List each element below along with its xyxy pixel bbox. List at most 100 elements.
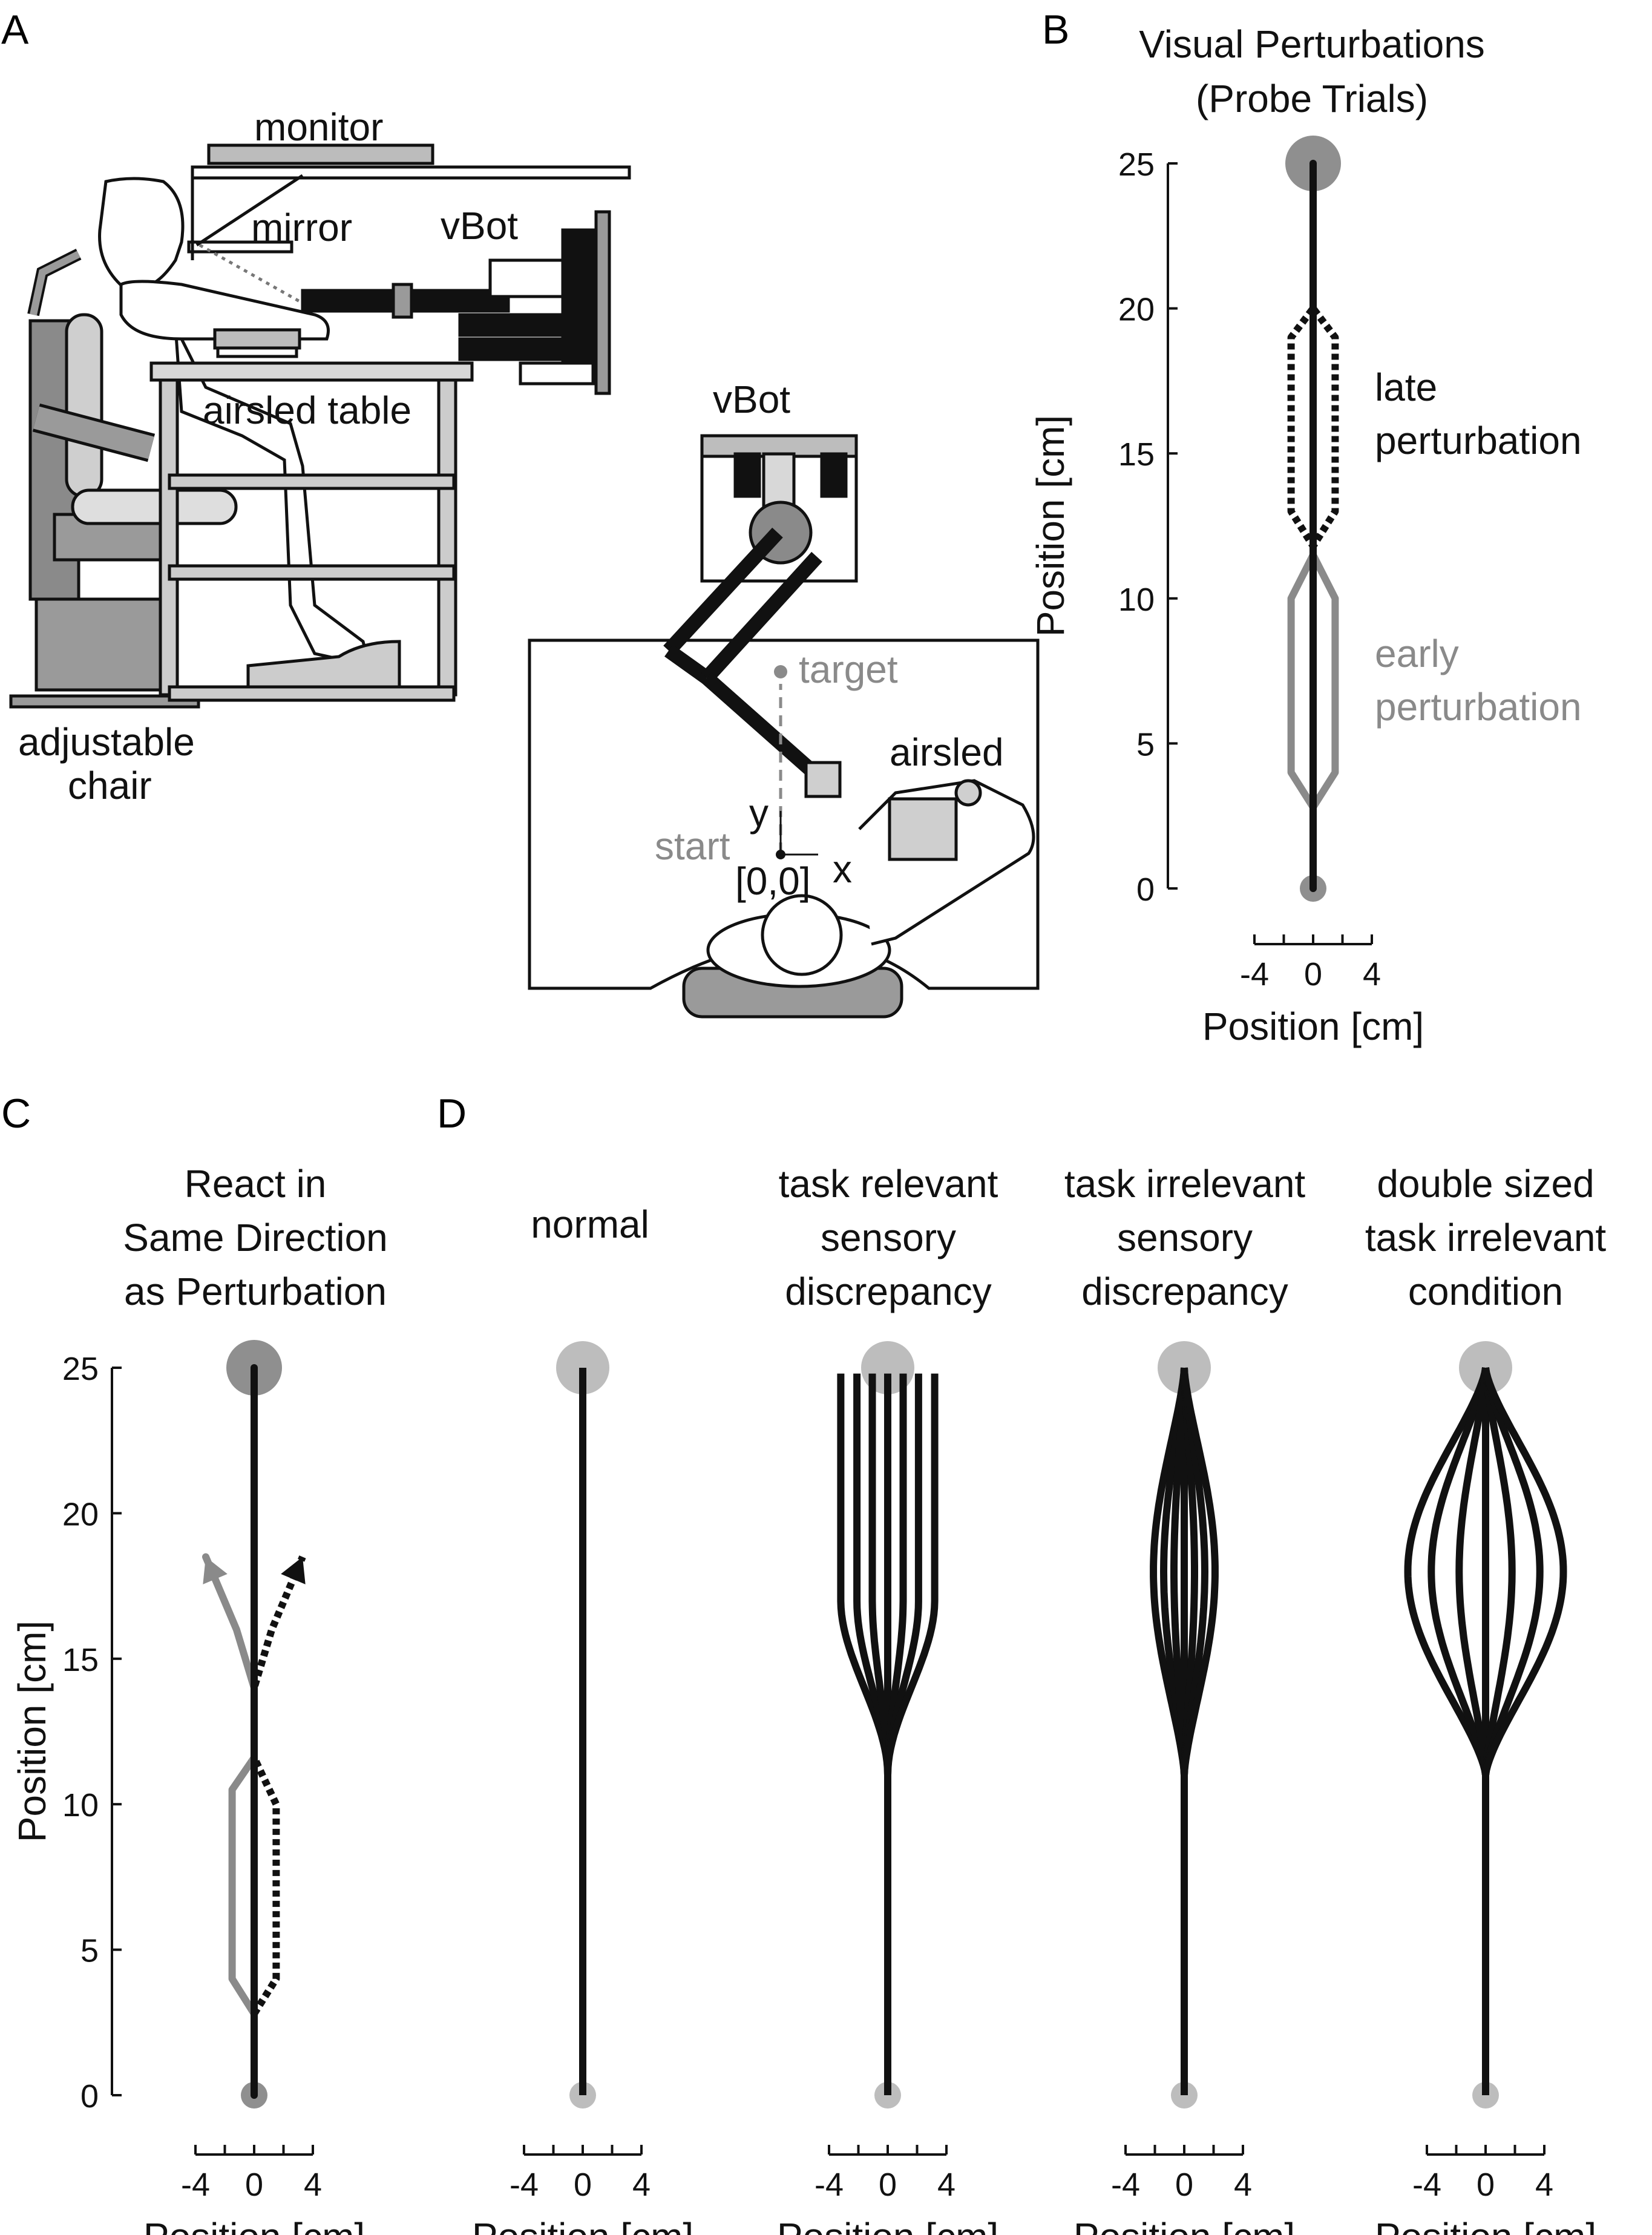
trajectory-series — [884, 1373, 922, 2095]
x-tick-label: 4 — [304, 2167, 322, 2203]
x-axis-label: Position [cm] — [1073, 2215, 1295, 2235]
x-axis-label: Position [cm] — [472, 2215, 693, 2235]
x-tick-label: -4 — [1111, 2167, 1140, 2203]
panel-letter-a: A — [1, 7, 29, 53]
label-axis-y: y — [749, 791, 769, 835]
x-tick-label: -4 — [1240, 956, 1269, 993]
x-tick-label: 0 — [1477, 2167, 1495, 2203]
panel-letter-d: D — [437, 1091, 467, 1137]
panel-d4-title-line-1: double sized — [1377, 1162, 1594, 1206]
panel-d4-title-line-3: condition — [1408, 1270, 1563, 1313]
panel-d1-title-line-1: normal — [531, 1203, 649, 1246]
trajectory-series — [1482, 1367, 1544, 2095]
y-tick-label: 20 — [1118, 292, 1155, 328]
x-axis-label: Position [cm] — [1202, 1005, 1424, 1048]
x-tick-label: -4 — [510, 2167, 539, 2203]
label-mirror: mirror — [251, 206, 352, 249]
legend-late-line-2: perturbation — [1375, 419, 1582, 462]
x-tick-label: 4 — [1363, 956, 1381, 993]
panel-c-title-line-2: Same Direction — [123, 1216, 388, 1259]
panel-letter-c: C — [1, 1091, 31, 1137]
trajectory-series — [884, 1373, 939, 2095]
trajectory-series — [1455, 1367, 1489, 2095]
x-tick-label: 0 — [1304, 956, 1322, 993]
x-tick-label: -4 — [1412, 2167, 1441, 2203]
trajectory-series — [868, 1373, 891, 2095]
y-tick-label: 10 — [1118, 582, 1155, 618]
reaction-arrowhead — [281, 1557, 306, 1584]
y-axis-label: Position [cm] — [1029, 415, 1072, 637]
label-airsled-table: airsled table — [203, 389, 411, 432]
trajectory-series — [853, 1373, 891, 2095]
y-axis-label: Position [cm] — [10, 1621, 54, 1842]
panel-d2-title-line-3: discrepancy — [785, 1270, 992, 1313]
apparatus-side-view — [9, 143, 631, 709]
y-tick-label: 0 — [1136, 871, 1155, 908]
x-tick-label: 4 — [1234, 2167, 1252, 2203]
panel-d2-title-line-1: task relevant — [779, 1162, 998, 1206]
apparatus-top-view — [528, 434, 1040, 1019]
panel-a: A — [1, 7, 1040, 1019]
panel-d4-title-line-2: task irrelevant — [1365, 1216, 1607, 1259]
trajectory-series — [1181, 1367, 1219, 2095]
x-tick-label: 0 — [245, 2167, 263, 2203]
panel-b-title-line-1: Visual Perturbations — [1139, 22, 1485, 66]
x-tick-label: 0 — [1175, 2167, 1193, 2203]
x-axis-label: Position [cm] — [143, 2215, 365, 2235]
label-origin: [0,0] — [735, 859, 811, 903]
panel-letter-b: B — [1042, 7, 1069, 53]
y-tick-label: 15 — [62, 1642, 99, 1678]
reaction-arrowhead — [203, 1557, 228, 1584]
x-axis-label: Position [cm] — [777, 2215, 998, 2235]
trajectory-series — [1427, 1367, 1489, 2095]
trajectory-series — [1482, 1367, 1567, 2095]
trajectory-series — [837, 1373, 891, 2095]
trajectory-series — [1482, 1367, 1516, 2095]
x-tick-label: 4 — [632, 2167, 651, 2203]
panel-d3-title-line-2: sensory — [1117, 1216, 1253, 1259]
legend-early-line-1: early — [1375, 632, 1459, 675]
y-tick-label: 5 — [80, 1933, 99, 1969]
x-tick-label: 4 — [1535, 2167, 1553, 2203]
y-tick-label: 0 — [80, 2078, 99, 2115]
x-tick-label: 0 — [574, 2167, 592, 2203]
label-monitor: monitor — [254, 105, 383, 149]
legend-late-line-1: late — [1375, 366, 1437, 409]
trajectory-series — [251, 1555, 306, 2016]
trajectory-series — [202, 1553, 258, 2018]
label-adjustable: adjustable — [18, 720, 195, 764]
x-tick-label: -4 — [181, 2167, 210, 2203]
y-tick-label: 5 — [1136, 726, 1155, 763]
y-tick-label: 10 — [62, 1787, 99, 1823]
x-tick-label: 0 — [879, 2167, 897, 2203]
trajectory-series — [1404, 1367, 1489, 2095]
label-chair: chair — [68, 764, 152, 807]
x-tick-label: -4 — [815, 2167, 844, 2203]
panel-c-title-line-1: React in — [185, 1162, 327, 1206]
panel-d3-title-line-1: task irrelevant — [1064, 1162, 1306, 1206]
x-tick-label: 4 — [937, 2167, 955, 2203]
y-tick-label: 25 — [1118, 146, 1155, 183]
y-tick-label: 25 — [62, 1351, 99, 1387]
panel-c-title-line-3: as Perturbation — [124, 1270, 387, 1313]
panel-c: C React in Same Direction as Perturbatio… — [1, 1091, 388, 2235]
label-airsled: airsled — [890, 730, 1004, 774]
y-tick-label: 15 — [1118, 436, 1155, 473]
legend-early-line-2: perturbation — [1375, 685, 1582, 729]
label-target: target — [799, 648, 898, 691]
panel-d3-title-line-3: discrepancy — [1081, 1270, 1288, 1313]
